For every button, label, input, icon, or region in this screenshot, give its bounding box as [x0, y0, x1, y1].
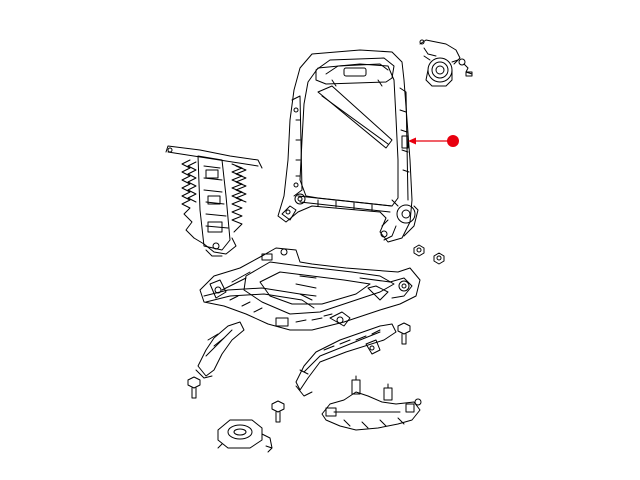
wire-harness-bracket — [321, 375, 422, 431]
seat-track-adjuster — [195, 321, 397, 397]
callout-dot — [447, 135, 459, 147]
recliner-motor — [419, 39, 473, 87]
height-adjust-motor — [217, 419, 273, 453]
hex-nut — [413, 244, 445, 265]
mounting-bolt — [187, 322, 411, 423]
seat-back-frame — [277, 49, 419, 243]
callout-arrow — [408, 137, 448, 145]
lumbar-support-spring-mat — [165, 145, 263, 257]
seat-cushion-frame — [199, 247, 421, 331]
